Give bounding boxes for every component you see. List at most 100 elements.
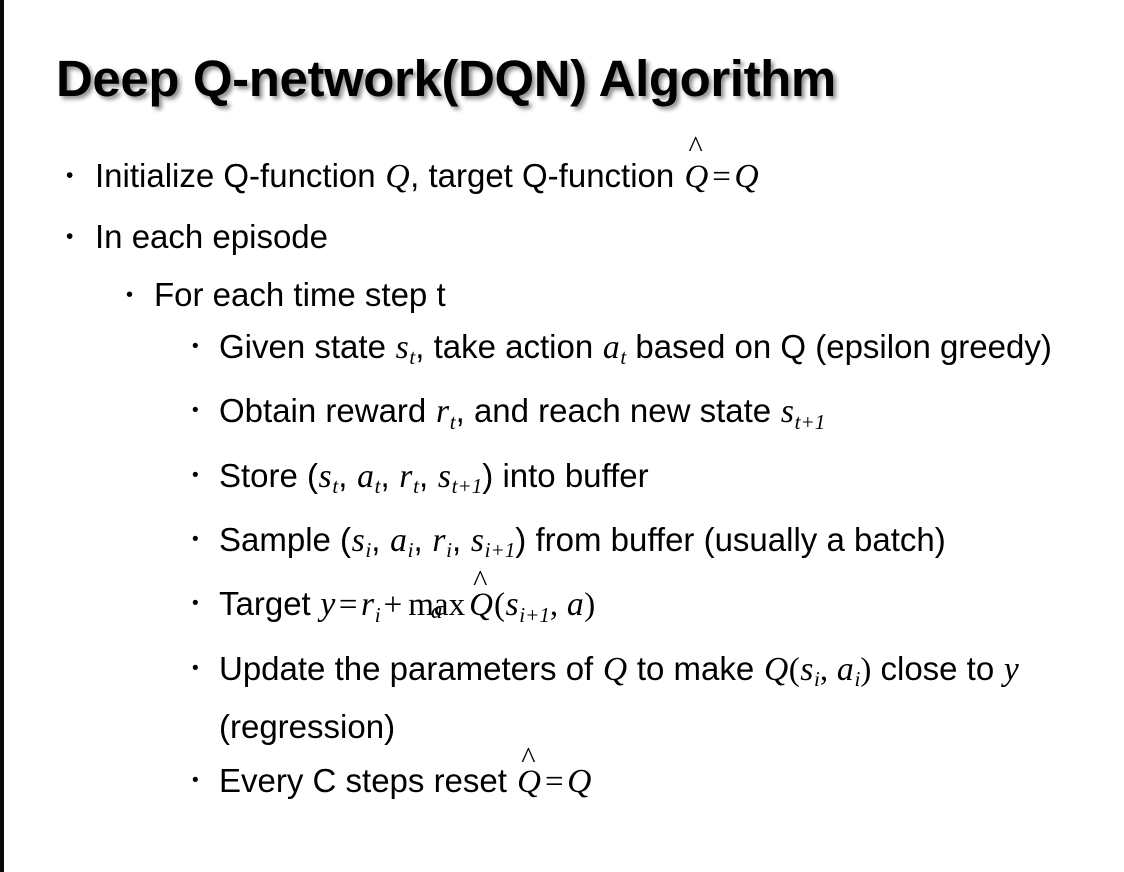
bullet-icon: • (66, 164, 74, 187)
math-sub-t-plus-1: t+1 (451, 473, 483, 498)
text-fragment: , take action (415, 328, 603, 365)
list-item-obtain-reward: • Obtain reward rt, and reach new state … (0, 387, 1124, 445)
math-paren-open: ( (788, 651, 800, 688)
math-plus: + (383, 587, 403, 624)
list-item-label: Obtain reward rt, and reach new state st… (219, 387, 1107, 445)
list-item-label: Given state st, take action at based on … (219, 323, 1107, 381)
text-fragment: Obtain reward (219, 392, 436, 430)
math-var-q-base: Q (684, 159, 709, 195)
bullet-icon: • (192, 657, 199, 679)
page-title: Deep Q-network(DQN) Algorithm (56, 50, 836, 107)
list-item-label: Store (st, at, rt, st+1) into buffer (219, 452, 1107, 510)
math-sub-t: t (413, 473, 419, 498)
text-fragment: Store ( (219, 456, 319, 494)
math-q-hat: ^Q (516, 742, 542, 806)
math-var-a: a (566, 586, 584, 624)
math-sub-i: i (407, 538, 414, 563)
math-paren-open: ( (493, 587, 505, 624)
text-fragment: based on Q (epsilon greedy) (626, 328, 1052, 365)
math-sub-t: t (374, 473, 381, 498)
math-sub-t: t (449, 409, 456, 434)
list-item-initialize: • Initialize Q-function Q, target Q-func… (0, 131, 1124, 207)
text-fragment: Every C steps reset (219, 761, 517, 799)
math-var-s: s (395, 329, 409, 366)
math-max-label: max (408, 587, 466, 624)
math-q-hat: ^Q (468, 566, 494, 629)
slide-body-list: • Initialize Q-function Q, target Q-func… (0, 131, 1124, 806)
math-var-q-rhs: Q (567, 762, 592, 800)
text-fragment: , (451, 520, 471, 558)
math-sub-i: i (365, 538, 372, 563)
math-var-a: a (602, 329, 620, 366)
math-var-s: s (780, 393, 794, 431)
math-var-s: s (505, 586, 519, 624)
text-fragment: close to (871, 649, 1004, 687)
math-var-r: r (435, 393, 450, 431)
math-var-y: y (320, 586, 336, 624)
list-item-label: In each episode (95, 218, 329, 255)
list-item-sample: • Sample (si, ai, ri, si+1) from buffer … (0, 516, 1124, 574)
text-fragment: (regression) (219, 707, 396, 745)
math-var-s: s (470, 521, 484, 559)
math-var-a: a (357, 457, 374, 495)
text-fragment: , target Q-function (410, 157, 684, 194)
math-sub-i: i (814, 666, 820, 691)
bullet-icon: • (66, 225, 74, 248)
math-equals: = (544, 763, 564, 800)
math-sub-i-plus-1: i+1 (519, 602, 550, 627)
text-fragment: ) into buffer (482, 456, 649, 494)
bullet-icon: • (192, 400, 199, 422)
circumflex-accent-icon: ^ (473, 564, 488, 599)
text-fragment: Update the parameters of (219, 649, 603, 687)
text-fragment: , (338, 456, 357, 494)
text-fragment: Target (219, 585, 320, 623)
text-fragment: to make (627, 649, 764, 687)
math-sub-i: i (446, 538, 452, 563)
text-fragment: , (371, 520, 390, 558)
math-var-s: s (351, 521, 365, 559)
math-var-r: r (432, 521, 446, 559)
math-var-q: Q (602, 650, 628, 688)
list-item-for-each-time-step: • For each time step t (0, 269, 1124, 321)
list-item-label: For each time step t (154, 276, 446, 313)
math-var-q-base: Q (469, 587, 493, 624)
math-var-s: s (800, 650, 814, 688)
list-item-given-state: • Given state st, take action at based o… (0, 323, 1124, 381)
math-sub-t: t (332, 473, 339, 498)
math-var-q-rhs: Q (734, 158, 759, 195)
text-fragment: , and reach new state (455, 392, 781, 430)
bullet-icon: • (192, 528, 199, 550)
math-var-r: r (399, 457, 413, 495)
list-item-in-each-episode: • In each episode (0, 207, 1124, 267)
math-sub-i-plus-1: i+1 (484, 538, 516, 563)
bullet-icon: • (192, 769, 199, 791)
math-equals: = (712, 159, 731, 195)
text-fragment: Initialize Q-function (95, 157, 385, 194)
math-var-r: r (360, 586, 375, 624)
math-var-s: s (318, 457, 332, 495)
list-item-label: Update the parameters of Q to make Q(si,… (219, 645, 1107, 751)
list-item-store: • Store (st, at, rt, st+1) into buffer (0, 452, 1124, 510)
math-var-q-2: Q (763, 650, 789, 688)
bullet-icon: • (192, 464, 199, 486)
math-comma: , (819, 651, 837, 688)
bullet-icon: • (192, 336, 199, 357)
math-paren-close: ) (860, 651, 872, 688)
text-fragment: , (413, 520, 432, 558)
math-sub-i: i (854, 666, 861, 691)
list-item-label: Initialize Q-function Q, target Q-functi… (95, 131, 1095, 207)
list-item-label: Sample (si, ai, ri, si+1) from buffer (u… (219, 516, 1107, 574)
text-fragment: , (380, 456, 399, 494)
circumflex-accent-icon: ^ (521, 740, 536, 775)
math-var-a: a (390, 521, 407, 559)
text-fragment: , (418, 456, 438, 494)
math-sub-t: t (620, 345, 627, 370)
list-item-label: Every C steps reset ^Q=Q (219, 742, 1107, 806)
math-sub-t: t (409, 345, 416, 370)
math-max-limit: a (430, 597, 443, 624)
list-item-update-parameters: • Update the parameters of Q to make Q(s… (0, 645, 1124, 751)
math-var-a: a (836, 650, 854, 688)
